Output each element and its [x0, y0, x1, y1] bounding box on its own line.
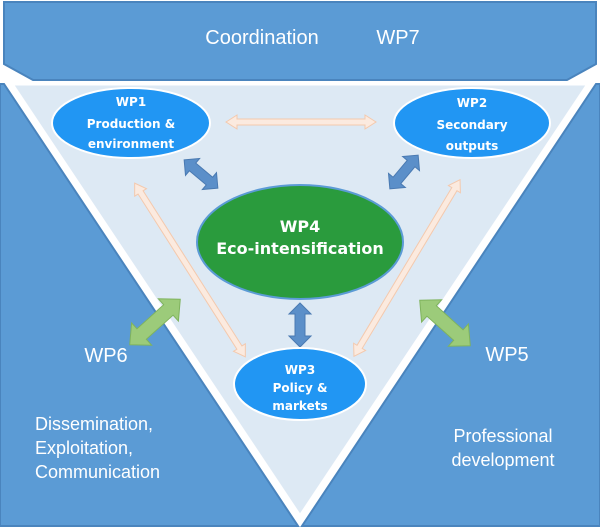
coordination-label: Coordination [205, 27, 318, 49]
double-headed-arrow-green [129, 298, 181, 346]
wp3-node[interactable]: WP3 Policy & markets [233, 347, 367, 421]
development-line: development [451, 450, 554, 470]
wp1-id: WP1 [116, 95, 146, 109]
double-headed-arrow-blue [183, 157, 219, 191]
wp1-line-1: Production & [87, 117, 175, 131]
wp2-line-1: Secondary [436, 118, 507, 132]
wp2-id: WP2 [457, 96, 487, 110]
wp2-node[interactable]: WP2 Secondary outputs [393, 87, 551, 159]
double-headed-arrow-outline [225, 114, 377, 130]
wp7-label: WP7 [376, 27, 419, 49]
wp4-id: WP4 [280, 217, 321, 236]
double-headed-arrow-outline [353, 178, 461, 358]
double-headed-arrow-blue [387, 154, 421, 190]
dissemination-line: Dissemination, [35, 414, 153, 434]
wp4-line-1: Eco-intensification [216, 239, 383, 258]
wp1-line-2: environment [88, 137, 175, 151]
double-headed-arrow-outline [134, 182, 246, 358]
wp1-node[interactable]: WP1 Production & environment [51, 87, 211, 159]
wp5-label: WP5 [485, 344, 528, 366]
double-headed-arrow-green [419, 299, 471, 347]
wp2-line-2: outputs [446, 139, 499, 153]
coordination-band [3, 1, 597, 81]
wp3-line-2: markets [272, 399, 327, 413]
left-panel [0, 83, 300, 527]
exploitation-line: Exploitation, [35, 438, 133, 458]
right-panel [300, 83, 600, 527]
communication-line: Communication [35, 462, 160, 482]
wp6-label: WP6 [84, 345, 127, 367]
wp3-line-1: Policy & [273, 381, 328, 395]
wp3-id: WP3 [285, 363, 315, 377]
professional-line: Professional [453, 426, 552, 446]
wp4-node[interactable]: WP4 Eco-intensification [196, 184, 404, 300]
